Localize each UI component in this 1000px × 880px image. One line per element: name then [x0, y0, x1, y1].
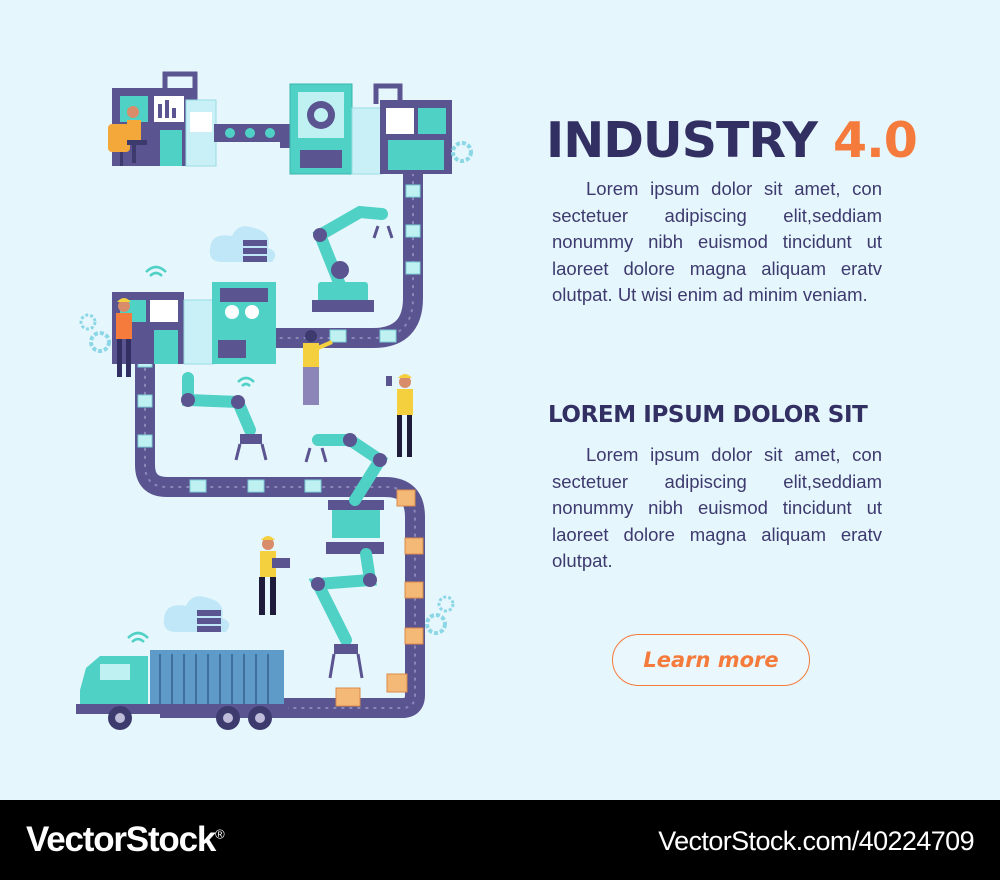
page-title: INDUSTRY 4.0: [546, 112, 918, 170]
robot-arm-icon: [312, 205, 394, 312]
footer-image-id: VectorStock.com/40224709: [658, 826, 974, 856]
footer-bar: VectorStock® VectorStock.com/40224709: [0, 800, 1000, 880]
worker-woman: [303, 330, 333, 405]
learn-more-button[interactable]: Learn more: [612, 634, 810, 686]
wifi-icon: [127, 631, 149, 643]
registered-mark: ®: [215, 826, 225, 842]
wifi-icon: [237, 376, 255, 387]
gear-icon: [451, 141, 473, 163]
footer-brand: VectorStock®: [26, 820, 225, 860]
control-station-middle: [112, 282, 276, 365]
truck-icon: [76, 650, 288, 730]
cloud-server-icon: [163, 596, 230, 632]
gear-icon: [425, 595, 455, 635]
cardboard-boxes: [335, 489, 424, 707]
robot-arm-icon: [308, 542, 384, 679]
control-station-top: [108, 71, 217, 167]
worker-with-laptop: [259, 536, 290, 615]
second-paragraph: Lorem ipsum dolor sit amet, con sectetue…: [552, 444, 882, 572]
cloud-server-icon: [209, 226, 276, 262]
intro-paragraph: Lorem ipsum dolor sit amet, con sectetue…: [552, 178, 882, 306]
robot-arm-icon: [181, 372, 268, 461]
subheading: LOREM IPSUM DOLOR SIT: [548, 402, 868, 428]
robot-arm-icon: [304, 433, 389, 538]
smart-factory-illustration: [76, 71, 473, 730]
headline-version: 4.0: [833, 112, 918, 169]
top-conveyor-rollers: [214, 124, 290, 142]
worker-with-vest: [116, 298, 132, 377]
ai-machine: [289, 83, 452, 175]
wifi-icon: [145, 265, 167, 277]
gear-icon: [79, 313, 111, 353]
footer-brand-name: VectorStock: [26, 820, 216, 859]
headline-word: INDUSTRY: [546, 112, 818, 169]
worker-with-phone: [386, 374, 413, 457]
